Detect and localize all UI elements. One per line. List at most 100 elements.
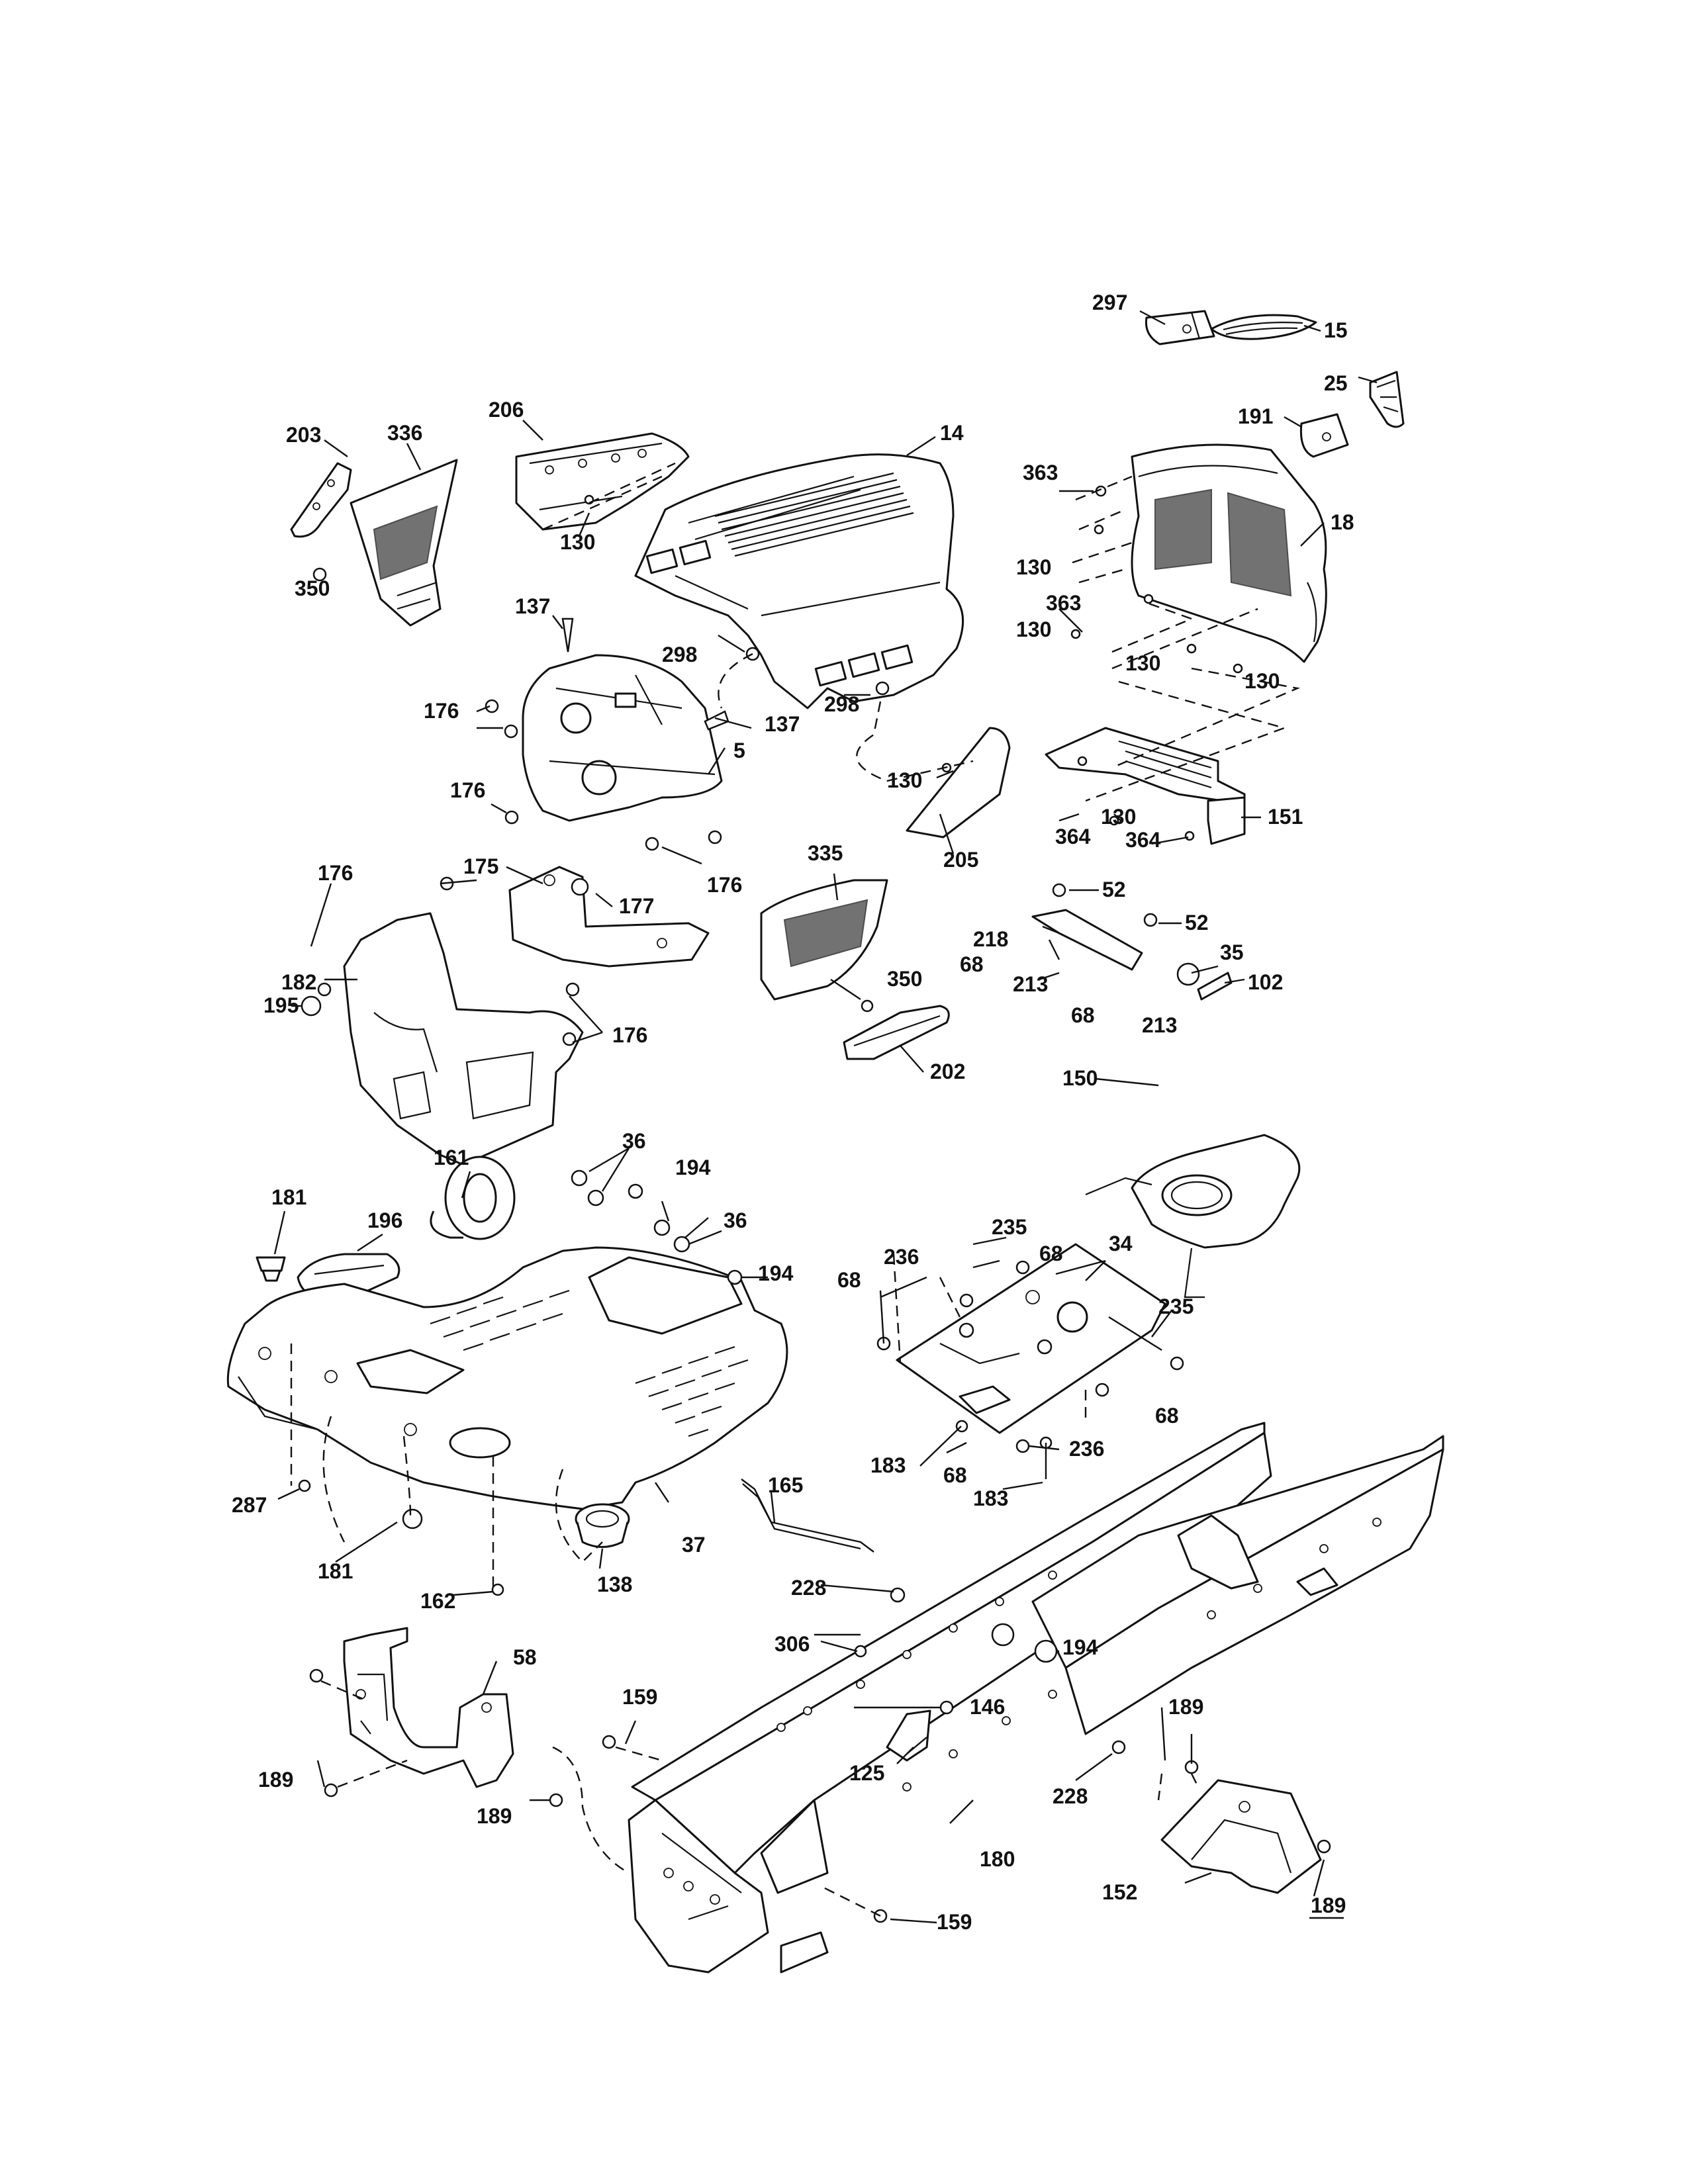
label-25: 25	[1324, 371, 1348, 395]
steering-tower-182	[343, 912, 584, 1166]
label-298: 298	[662, 643, 697, 666]
dash-panel-5	[522, 654, 723, 822]
label-298b: 298	[824, 692, 859, 716]
bracket-175	[508, 866, 710, 968]
label-189b: 189	[1168, 1695, 1203, 1719]
label-195: 195	[263, 993, 299, 1017]
label-15: 15	[1324, 318, 1348, 342]
label-181: 181	[271, 1185, 306, 1209]
label-68c: 68	[1039, 1242, 1063, 1265]
label-68e: 68	[1155, 1404, 1179, 1428]
label-180: 180	[980, 1847, 1015, 1871]
label-68b: 68	[1071, 1003, 1095, 1027]
hardware-fasteners	[298, 485, 1331, 1923]
shift-bracket-218	[1031, 883, 1158, 971]
label-194c: 194	[1062, 1635, 1098, 1659]
air-intake-150	[1085, 1134, 1301, 1298]
fender-vent-pattern	[430, 1289, 749, 1437]
label-176: 176	[424, 699, 459, 723]
frame-holes	[663, 1518, 1382, 1905]
plate-152	[1160, 1779, 1322, 1894]
label-206: 206	[489, 398, 524, 422]
label-37: 37	[682, 1533, 706, 1557]
label-36b: 36	[724, 1208, 747, 1232]
fender-37	[226, 1246, 788, 1510]
label-203: 203	[286, 423, 321, 447]
label-202: 202	[930, 1060, 965, 1083]
label-161: 161	[434, 1146, 469, 1169]
hood-vents	[714, 472, 914, 557]
label-213b: 213	[1142, 1013, 1177, 1037]
bracket-203	[290, 462, 352, 538]
label-102: 102	[1248, 970, 1283, 994]
label-14: 14	[940, 421, 964, 445]
label-363b: 363	[1046, 591, 1081, 615]
side-panel-206	[515, 432, 690, 531]
bracket-151	[1045, 727, 1246, 845]
label-194: 194	[675, 1156, 711, 1179]
label-130: 130	[1016, 555, 1051, 579]
side-panel-336	[350, 459, 458, 627]
label-138: 138	[597, 1572, 632, 1596]
label-176c: 176	[707, 873, 742, 897]
label-189c: 189	[477, 1804, 512, 1828]
leader-lines	[273, 310, 1378, 1924]
label-175: 175	[463, 854, 498, 878]
label-68: 68	[960, 952, 984, 976]
label-68d: 68	[837, 1268, 861, 1292]
label-165: 165	[768, 1473, 803, 1497]
bracket-58	[343, 1627, 514, 1788]
label-228b: 228	[1053, 1784, 1088, 1808]
panel-335	[760, 879, 888, 1001]
label-36: 36	[622, 1129, 646, 1153]
label-213: 213	[1013, 972, 1048, 996]
label-205: 205	[943, 848, 978, 872]
label-364b: 364	[1125, 828, 1161, 852]
label-150: 150	[1062, 1066, 1098, 1090]
label-363: 363	[1023, 461, 1058, 484]
label-159: 159	[622, 1685, 657, 1709]
plug-181	[256, 1256, 286, 1282]
label-335: 335	[808, 841, 843, 865]
label-364: 364	[1055, 825, 1091, 848]
headlight-lens-15	[1210, 314, 1317, 340]
label-151: 151	[1268, 805, 1303, 829]
label-146: 146	[970, 1695, 1005, 1719]
rod-165	[741, 1479, 874, 1553]
label-196: 196	[367, 1208, 402, 1232]
label-130e: 130	[560, 530, 595, 554]
label-236: 236	[884, 1245, 919, 1269]
label-18: 18	[1331, 510, 1354, 534]
label-130f: 130	[887, 768, 922, 792]
label-130d: 130	[1244, 669, 1280, 693]
hood-lights	[645, 539, 914, 687]
label-183: 183	[870, 1453, 906, 1477]
screw-350	[312, 567, 327, 582]
label-35: 35	[1220, 940, 1244, 964]
label-189d: 189	[1311, 1893, 1346, 1917]
cover-205	[906, 727, 1011, 839]
label-130b: 130	[1016, 617, 1051, 641]
part-labels: 15 297 25 191 14 363 18 130 363 130 130 …	[232, 291, 1354, 1934]
label-137: 137	[515, 594, 550, 618]
assembly-dash-lines	[290, 462, 1301, 1917]
label-297: 297	[1092, 291, 1127, 314]
pin-102	[1197, 972, 1233, 1001]
label-52: 52	[1102, 878, 1126, 901]
label-137b: 137	[765, 712, 800, 736]
frame-180	[628, 1422, 1444, 1974]
label-176e: 176	[612, 1023, 647, 1047]
label-183b: 183	[973, 1486, 1008, 1510]
plug-195	[301, 995, 322, 1017]
lens-191	[1299, 413, 1349, 458]
label-336: 336	[387, 421, 422, 445]
label-130g: 130	[1101, 805, 1136, 829]
grille-18	[1131, 443, 1327, 663]
label-194b: 194	[758, 1261, 794, 1285]
label-5: 5	[733, 739, 745, 762]
screw-350b	[861, 999, 874, 1013]
label-159b: 159	[937, 1910, 972, 1934]
label-287: 287	[232, 1493, 267, 1517]
label-182: 182	[281, 970, 316, 994]
bushing-138	[575, 1503, 630, 1548]
